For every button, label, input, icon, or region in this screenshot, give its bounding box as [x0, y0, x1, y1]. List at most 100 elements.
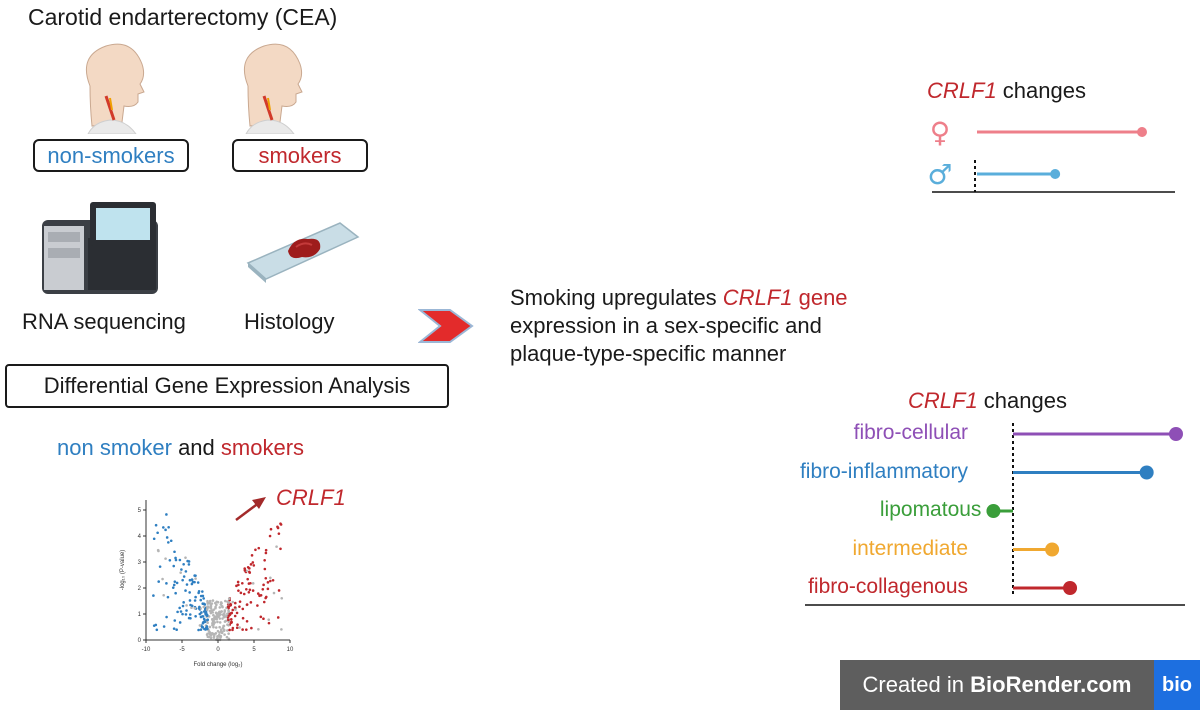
volcano-point: [238, 600, 242, 603]
comparison-label: non smoker and smokers: [57, 435, 304, 461]
female-symbol-icon: ♀: [930, 116, 951, 149]
volcano-point: [266, 587, 270, 591]
volcano-point: [184, 589, 187, 592]
volcano-point: [241, 607, 245, 611]
volcano-point: [206, 599, 209, 603]
volcano-point: [236, 580, 240, 584]
volcano-point: [250, 626, 253, 630]
volcano-point: [279, 547, 282, 551]
volcano-point: [251, 582, 255, 585]
volcano-xlabel: Fold change (log₂): [193, 662, 242, 668]
volcano-point: [251, 561, 255, 564]
smoker-patient-icon: [244, 43, 303, 134]
volcano-point: [235, 626, 239, 630]
volcano-point: [256, 604, 259, 607]
volcano-point: [178, 558, 182, 562]
volcano-point: [227, 618, 230, 622]
volcano-point: [227, 637, 231, 641]
sex-chart-title-rest: changes: [996, 78, 1086, 103]
volcano-point: [242, 592, 246, 596]
volcano-point: [207, 635, 211, 639]
volcano-point: [202, 597, 205, 600]
volcano-point: [263, 558, 266, 562]
volcano-point: [212, 613, 215, 617]
volcano-point: [202, 617, 206, 621]
volcano-point: [221, 626, 225, 630]
sex-chart-title: CRLF1 changes: [927, 78, 1086, 104]
volcano-point: [229, 603, 233, 606]
volcano-point: [209, 603, 213, 607]
volcano-point: [172, 627, 176, 630]
volcano-point: [174, 591, 177, 595]
volcano-ylabel: -log₁₀ (P-value): [120, 550, 126, 591]
volcano-point: [199, 628, 203, 631]
volcano-ytick-label: 4: [138, 534, 142, 540]
volcano-point: [181, 578, 184, 582]
volcano-point: [241, 628, 244, 631]
volcano-point: [219, 613, 222, 616]
volcano-point: [173, 580, 177, 583]
volcano-point: [252, 564, 256, 567]
summary-line-1: Smoking upregulates CRLF1 gene: [510, 284, 848, 312]
volcano-point: [249, 563, 253, 566]
plaque-label-intermediate: intermediate: [852, 536, 968, 560]
plaque-chart-point: [986, 504, 1001, 518]
volcano-point: [219, 601, 223, 604]
volcano-point: [157, 580, 161, 583]
volcano-xtick-label: 10: [287, 647, 294, 653]
volcano-point: [209, 632, 212, 636]
nonsmokers-label: non-smokers: [33, 139, 189, 172]
volcano-point: [231, 608, 235, 612]
volcano-point: [162, 526, 165, 529]
rna-sequencer-icon: [42, 202, 158, 294]
summary-text: Smoking upregulates CRLF1 gene expressio…: [510, 284, 848, 368]
volcano-point: [209, 606, 213, 610]
volcano-point: [181, 604, 185, 608]
volcano-point: [221, 605, 224, 609]
volcano-point: [227, 597, 231, 600]
volcano-point: [221, 617, 224, 620]
comparison-and: and: [171, 435, 221, 460]
biorender-credit[interactable]: Created in BioRender.com: [840, 660, 1154, 710]
sex-lollipop-chart: ♀♂: [927, 116, 1175, 193]
volcano-point: [198, 612, 202, 616]
volcano-point: [162, 625, 166, 628]
volcano-point: [227, 601, 231, 604]
volcano-xtick-label: -5: [179, 647, 185, 653]
volcano-point: [262, 583, 265, 587]
volcano-point: [214, 626, 218, 629]
volcano-point: [196, 581, 200, 584]
volcano-point: [245, 620, 249, 623]
volcano-point: [199, 598, 203, 602]
volcano-point: [164, 528, 167, 532]
summary-line-1a: Smoking upregulates: [510, 285, 723, 310]
volcano-point: [154, 523, 158, 527]
sex-chart-point: [1050, 169, 1061, 179]
volcano-point: [248, 570, 251, 574]
volcano-point: [216, 600, 220, 604]
volcano-point: [165, 615, 168, 619]
sex-chart-point: [1137, 127, 1147, 137]
volcano-point: [155, 628, 159, 632]
chevron-arrow-icon: [418, 309, 474, 343]
volcano-point: [219, 628, 223, 631]
volcano-point: [184, 556, 187, 559]
volcano-point: [235, 611, 239, 615]
volcano-point: [169, 539, 173, 543]
volcano-point: [206, 606, 209, 610]
plaque-chart-point: [1139, 465, 1154, 480]
volcano-point: [247, 590, 251, 594]
volcano-point: [174, 558, 178, 562]
volcano-point: [194, 614, 197, 618]
volcano-point: [222, 629, 226, 632]
volcano-point: [201, 594, 205, 598]
volcano-point: [182, 575, 186, 578]
smokers-label: smokers: [232, 139, 368, 172]
volcano-point: [228, 613, 232, 617]
volcano-point: [269, 527, 273, 531]
volcano-point: [272, 591, 276, 595]
plaque-label-fibro-cellular: fibro-cellular: [853, 421, 968, 444]
volcano-point: [208, 625, 212, 629]
volcano-point: [261, 587, 265, 591]
volcano-point: [226, 623, 229, 626]
